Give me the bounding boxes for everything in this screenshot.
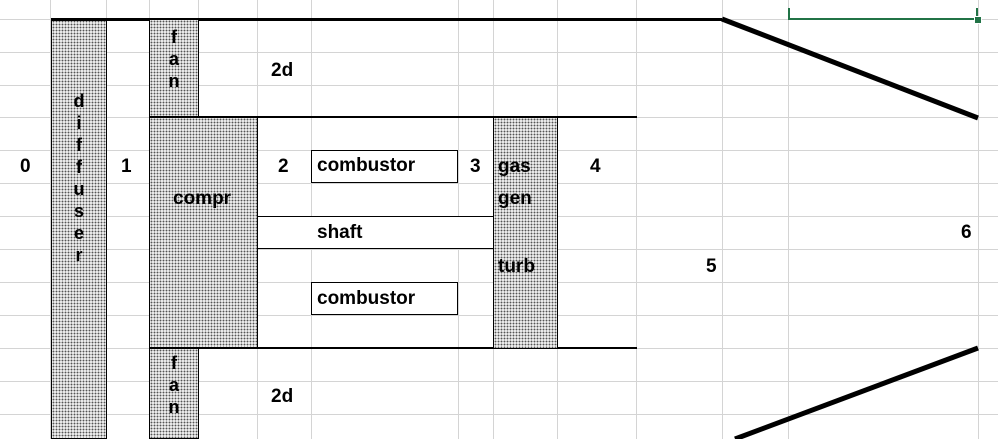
combustor-bottom-box xyxy=(311,282,458,315)
station-2d-bottom-label: 2d xyxy=(271,386,294,407)
fan-top-block xyxy=(149,19,199,117)
turbine-label-turb: turb xyxy=(498,256,535,277)
diffuser-block xyxy=(51,19,107,439)
diffuser-letter: d xyxy=(73,91,85,111)
station-4-label: 4 xyxy=(590,156,601,177)
grid-row-line xyxy=(0,85,998,86)
combustor-top-label: combustor xyxy=(317,155,416,176)
fan-bottom-label: f a n xyxy=(149,352,199,418)
nozzle-lower-line xyxy=(734,345,979,439)
diffuser-letter: s xyxy=(73,201,84,221)
station-2d-top-label: 2d xyxy=(271,60,294,81)
grid-row-line xyxy=(0,414,998,415)
diffuser-letter: r xyxy=(75,245,83,265)
grid-column-line xyxy=(50,0,51,439)
station-2-label: 2 xyxy=(278,156,289,177)
turbine-label-gen: gen xyxy=(498,188,532,209)
fan-letter: a xyxy=(168,49,179,69)
diffuser-letter: i xyxy=(76,113,82,133)
compressor-label: compr xyxy=(173,188,232,209)
fan-letter: f xyxy=(171,353,177,373)
outer-casing-line xyxy=(51,18,722,21)
fan-letter: n xyxy=(168,71,180,91)
grid-row-line xyxy=(0,381,998,382)
station-0-label: 0 xyxy=(20,156,31,177)
fill-handle[interactable] xyxy=(974,16,982,24)
turbine-label-gas: gas xyxy=(498,156,531,177)
station-6-label: 6 xyxy=(961,222,972,243)
fan-letter: a xyxy=(168,375,179,395)
core-casing-bottom-line xyxy=(149,347,637,349)
station-3-label: 3 xyxy=(470,156,481,177)
grid-row-line xyxy=(0,52,998,53)
core-casing-top-line xyxy=(149,116,637,118)
fan-letter: f xyxy=(171,27,177,47)
fan-bottom-block xyxy=(149,348,199,439)
diffuser-letter: e xyxy=(73,223,84,243)
combustor-top-box xyxy=(311,150,458,183)
station-1-label: 1 xyxy=(121,156,132,177)
nozzle-upper-line xyxy=(721,16,979,121)
turbine-block xyxy=(493,117,558,349)
selected-cell[interactable] xyxy=(788,8,978,20)
grid-column-line xyxy=(722,0,723,439)
diffuser-label: d i f f u s e r xyxy=(51,90,107,266)
diffuser-letter: f xyxy=(76,157,82,177)
diffuser-letter: f xyxy=(76,135,82,155)
grid-column-line xyxy=(788,0,789,439)
grid-column-line xyxy=(978,0,979,439)
grid-column-line xyxy=(636,0,637,439)
shaft-label: shaft xyxy=(317,222,363,243)
combustor-bottom-label: combustor xyxy=(317,288,416,309)
diffuser-letter: u xyxy=(73,179,85,199)
fan-top-label: f a n xyxy=(149,26,199,92)
shaft-box xyxy=(257,216,494,249)
station-5-label: 5 xyxy=(706,256,717,277)
fan-letter: n xyxy=(168,397,180,417)
